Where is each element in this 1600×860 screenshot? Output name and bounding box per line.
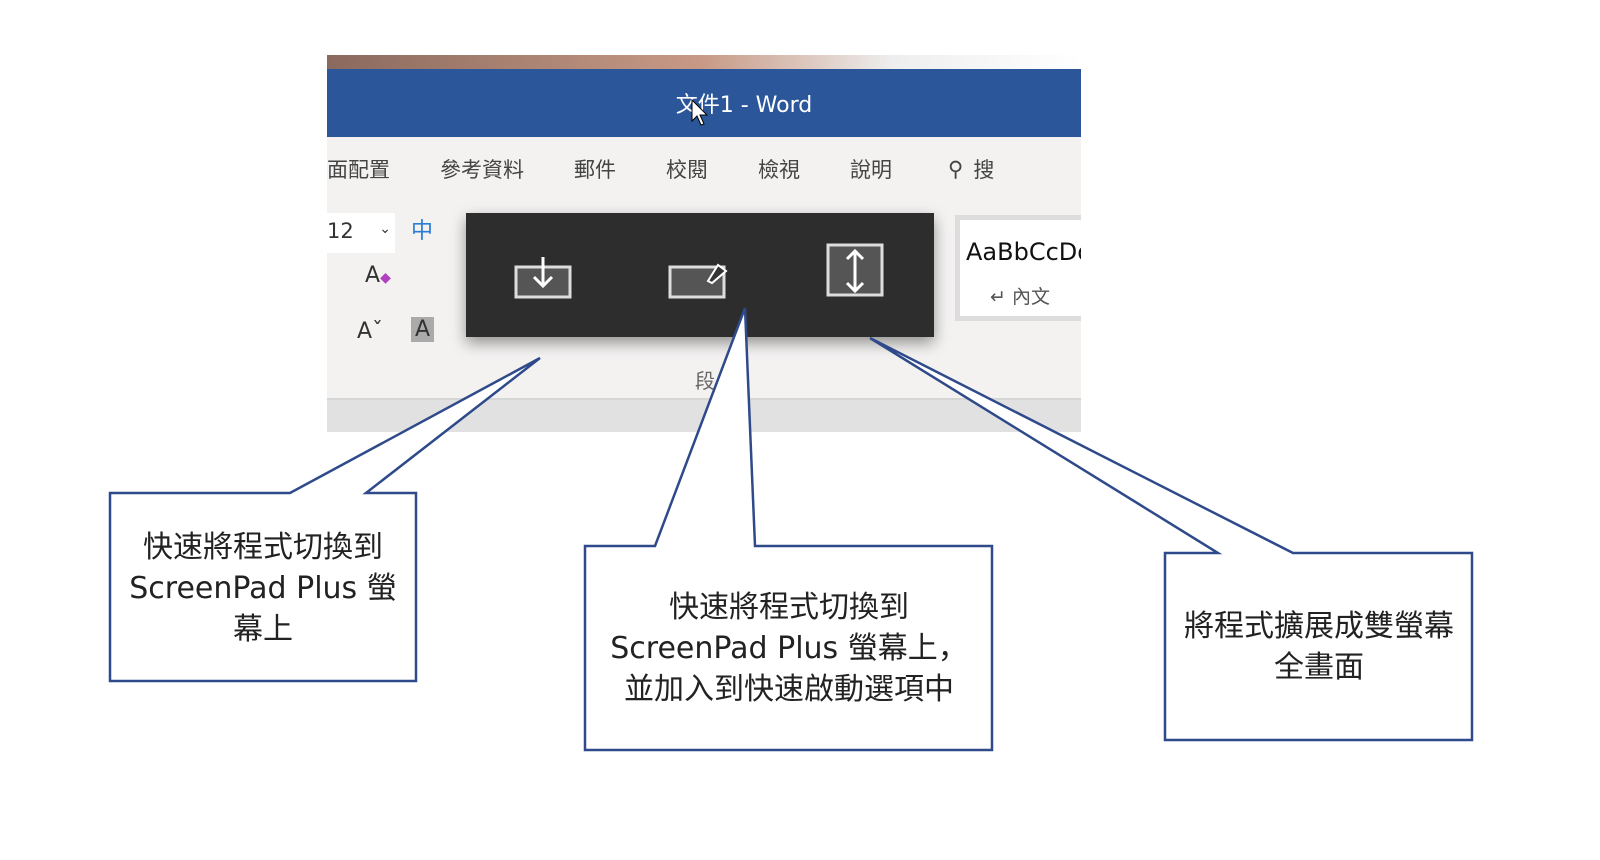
char-shading-icon[interactable]: A	[411, 317, 435, 342]
tab-help[interactable]: 說明	[850, 158, 892, 182]
font-size-select[interactable]: 12⌄	[327, 213, 395, 253]
chevron-down-icon: ⌄	[379, 221, 391, 237]
move-to-screenpad-icon[interactable]	[514, 251, 572, 301]
phonetic-icon[interactable]: 中	[411, 219, 434, 244]
callout-1-shape	[108, 356, 541, 683]
callout-3-text: 將程式擴展成雙螢幕全畫面	[1184, 609, 1454, 685]
style-normal[interactable]: AaBbCcDd ↵ 內文	[955, 215, 1081, 321]
tab-layout[interactable]: 面配置	[327, 158, 390, 182]
paragraph-group-label: 段	[695, 369, 715, 393]
search-icon[interactable]: ⚲	[948, 157, 964, 181]
pin-to-screenpad-icon[interactable]	[668, 251, 728, 301]
callout-1-text: 快速將程式切換到 ScreenPad Plus 螢幕上	[129, 529, 397, 647]
clear-format-icon[interactable]: A◆	[365, 263, 391, 288]
ribbon-tabs: 面配置 參考資料 郵件 校閱 檢視 說明 ⚲ 搜	[327, 137, 1081, 201]
background-photo	[327, 55, 1081, 69]
word-screenshot: 文件1 - Word 面配置 參考資料 郵件 校閱 檢視 說明 ⚲ 搜 12⌄ …	[327, 55, 1081, 432]
callout-3-shape	[869, 336, 1474, 742]
tab-review[interactable]: 校閱	[666, 158, 708, 182]
tab-mailings[interactable]: 郵件	[574, 158, 616, 182]
tab-view[interactable]: 檢視	[758, 158, 800, 182]
search-label[interactable]: 搜	[973, 158, 995, 182]
tab-references[interactable]: 參考資料	[440, 158, 524, 182]
callout-2-shape	[583, 307, 994, 752]
change-case-icon[interactable]: Aˇ	[357, 319, 384, 344]
expand-dual-screen-icon[interactable]	[826, 243, 884, 297]
mouse-cursor-icon	[691, 99, 709, 126]
title-bar: 文件1 - Word	[327, 69, 1081, 137]
screenpad-toolbar	[466, 213, 934, 337]
callout-2-text: 快速將程式切換到 ScreenPad Plus 螢幕上，並加入到快速啟動選項中	[610, 589, 968, 707]
ribbon: 12⌄ 中 A◆ Aˇ A AaBbCcDd ↵ 內文 段	[327, 201, 1081, 398]
